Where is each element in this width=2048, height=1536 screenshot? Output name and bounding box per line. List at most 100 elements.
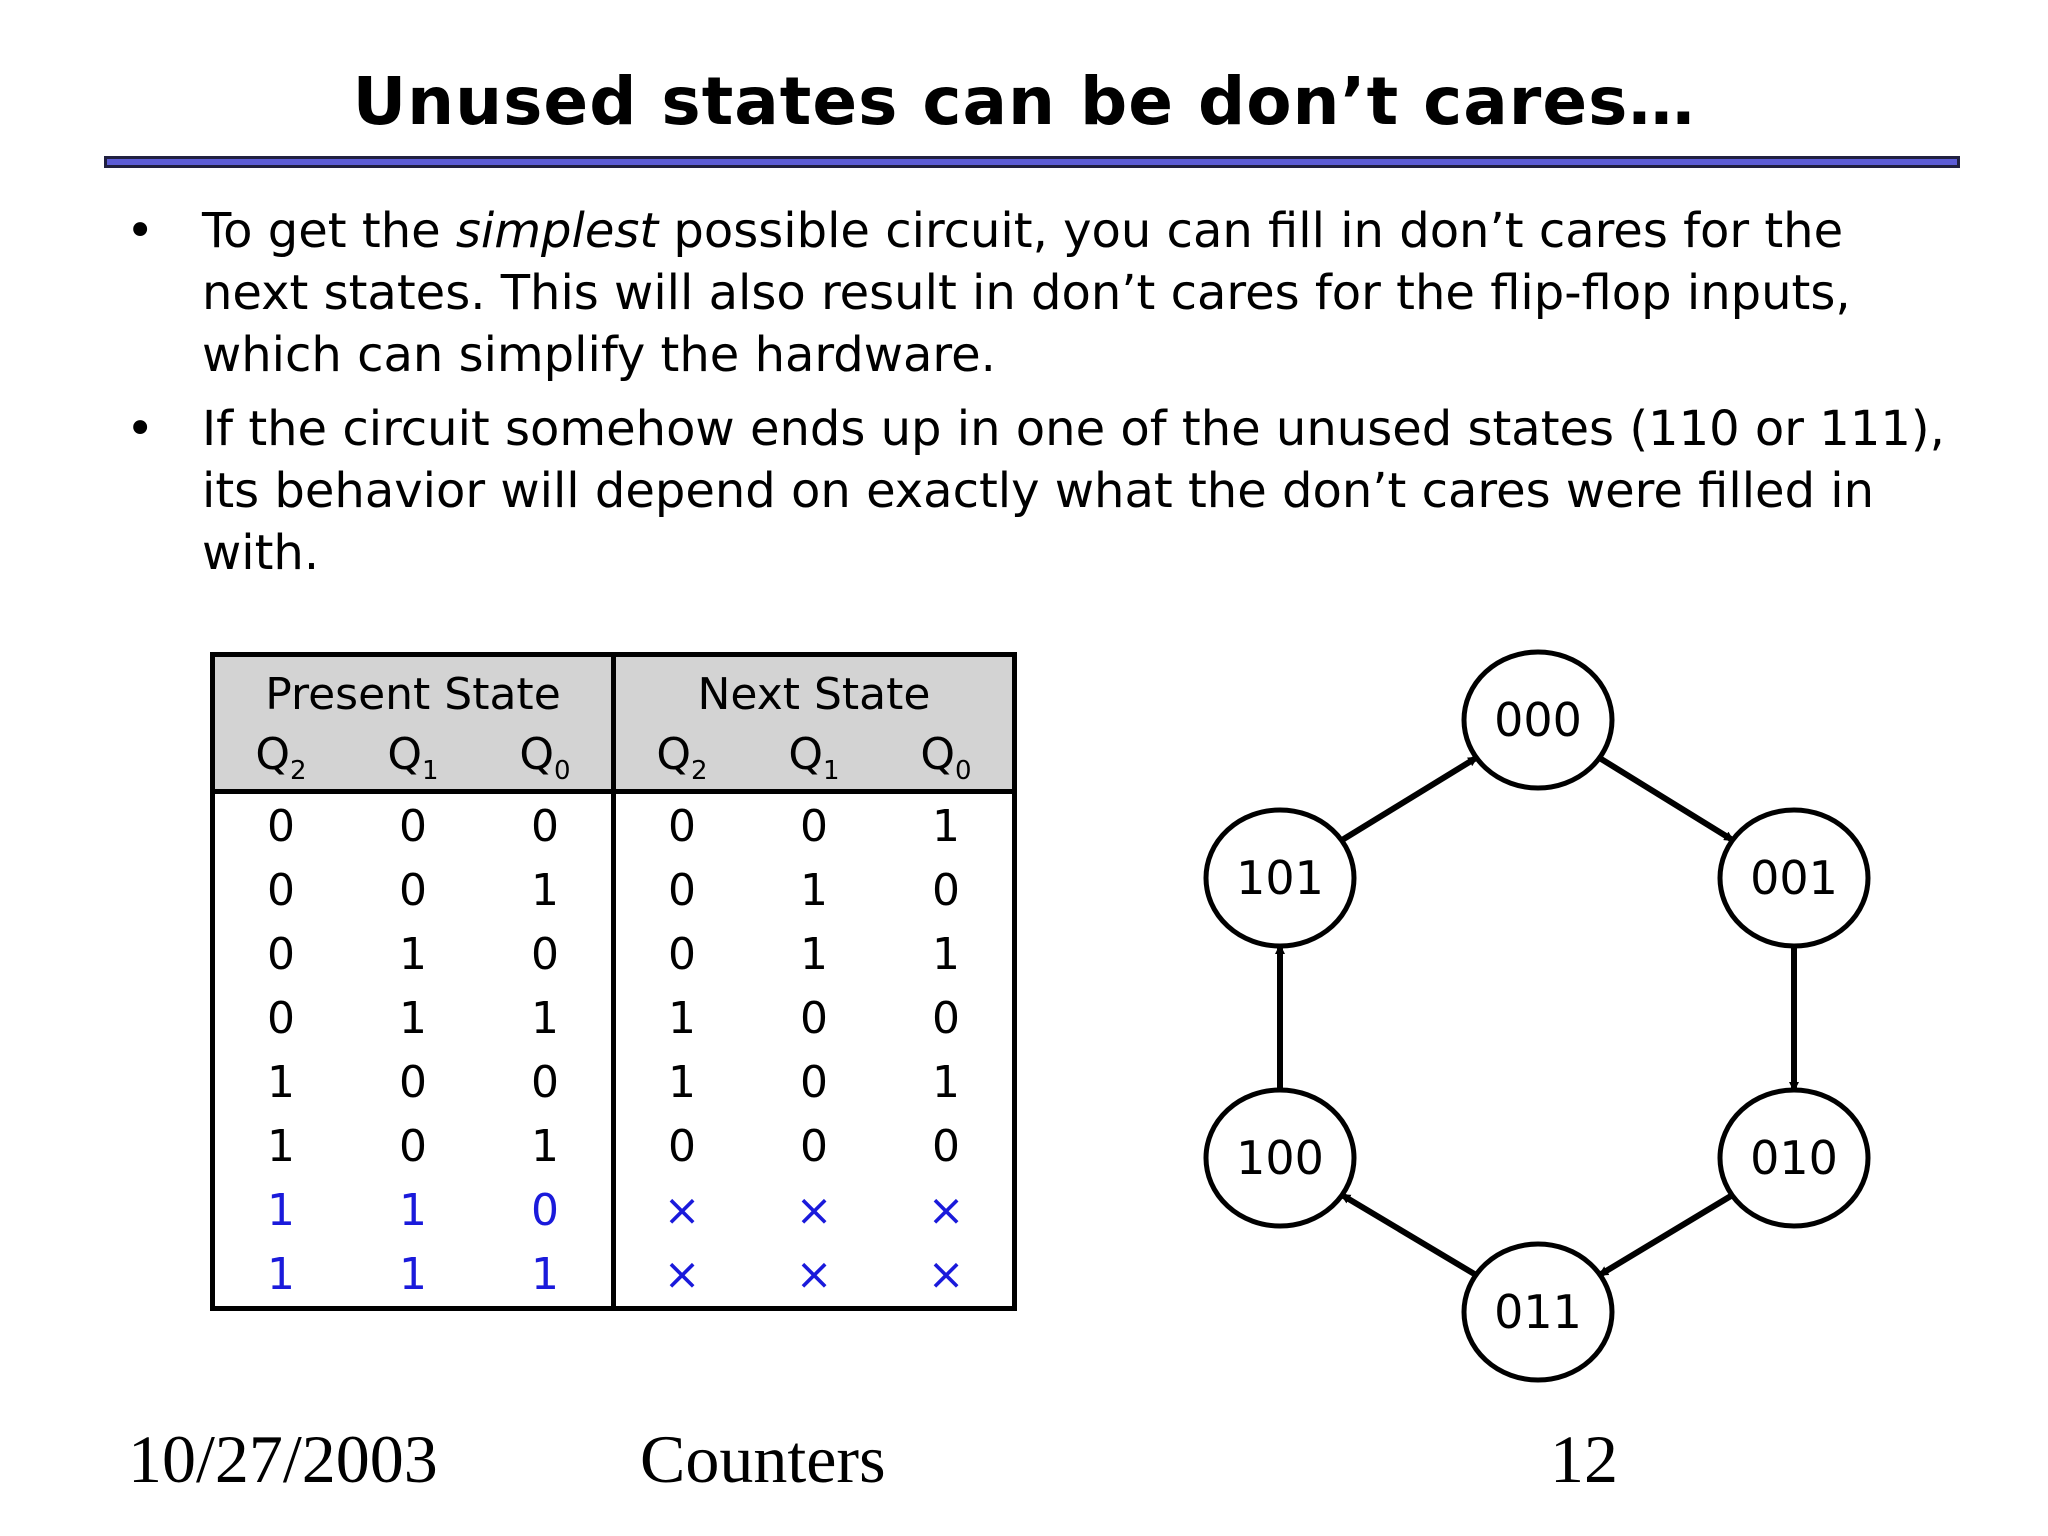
table-cell: 0 — [668, 864, 696, 916]
state-node-010: 010 — [1717, 1087, 1871, 1229]
bullet-list: • To get the simplest possible circuit, y… — [120, 200, 1960, 596]
bullet-item: • If the circuit somehow ends up in one o… — [120, 398, 1960, 584]
table-cell: 0 — [399, 864, 427, 916]
table-cell: 1 — [399, 1184, 427, 1236]
state-nodes: 000 001 010 011 100 101 — [1203, 649, 1871, 1383]
state-label: 011 — [1494, 1285, 1582, 1339]
state-label: 010 — [1750, 1131, 1838, 1185]
transition-arrow-011-to-100 — [1340, 1192, 1478, 1278]
table-cell: 0 — [668, 928, 696, 980]
table-cell: 0 — [399, 800, 427, 852]
slide-title: Unused states can be don’t cares… — [352, 63, 1696, 140]
table-cell: 1 — [479, 986, 616, 1050]
table-cell: 1 — [800, 928, 828, 980]
table-cell: 1 — [399, 928, 427, 980]
table-cell: 1 — [267, 1184, 295, 1236]
state-circle — [1461, 1241, 1615, 1383]
table-cell: 0 — [267, 992, 295, 1044]
table-cell: 0 — [479, 1050, 616, 1114]
bullet-text-start: To get the — [202, 203, 456, 259]
column-header-next-q2: Q2 — [613, 725, 748, 794]
table-cell: 0 — [399, 1120, 427, 1172]
table-cell: 0 — [800, 1056, 828, 1108]
table-cell: 0 — [668, 800, 696, 852]
state-circle — [1461, 649, 1615, 791]
table-cell: 0 — [800, 1120, 828, 1172]
table-cell: 1 — [479, 1242, 616, 1309]
group-header-row: Present State Next State — [212, 654, 1015, 725]
bullet-marker: • — [126, 203, 155, 259]
state-label: 100 — [1236, 1131, 1324, 1185]
state-node-000: 000 — [1461, 649, 1615, 791]
table-cell: 1 — [668, 992, 696, 1044]
table-cell: 0 — [479, 791, 616, 858]
table-cell: 0 — [668, 1120, 696, 1172]
table-cell: 0 — [800, 992, 828, 1044]
table-cell: 0 — [479, 922, 616, 986]
state-node-001: 001 — [1717, 807, 1871, 949]
table-cell: 1 — [668, 1056, 696, 1108]
transition-arrow-000-to-001 — [1597, 755, 1735, 843]
table-cell: 1 — [800, 864, 828, 916]
state-node-100: 100 — [1203, 1087, 1357, 1229]
footer-topic: Counters — [640, 1421, 886, 1497]
table-cell: 0 — [267, 800, 295, 852]
table-cell: 0 — [399, 1056, 427, 1108]
bullet-text-end: possible circuit, you can fill in don’t … — [202, 203, 1851, 383]
table-cell: × — [663, 1184, 701, 1236]
table-cell: 1 — [399, 1248, 427, 1300]
state-table-container: Present State Next State Q2 Q1 Q0 Q2 Q1 … — [210, 652, 1017, 1311]
table-cell: 1 — [267, 1120, 295, 1172]
table-cell: 1 — [267, 1056, 295, 1108]
table-cell: 0 — [932, 864, 960, 916]
table-cell: 0 — [932, 1120, 960, 1172]
state-label: 000 — [1494, 693, 1582, 747]
table-cell: 0 — [479, 1178, 616, 1242]
state-circle — [1717, 1087, 1871, 1229]
next-state-header: Next State — [613, 654, 1015, 725]
state-circle — [1717, 807, 1871, 949]
column-header-present-q1: Q1 — [347, 725, 479, 794]
bullet-emphasis: simplest — [455, 203, 659, 259]
state-node-101: 101 — [1203, 807, 1357, 949]
table-cell: × — [663, 1248, 701, 1300]
state-circle — [1203, 1087, 1357, 1229]
title-underline — [104, 156, 1960, 168]
bullet-marker: • — [126, 401, 155, 457]
bullet-text: If the circuit somehow ends up in one of… — [202, 401, 1945, 581]
footer-date: 10/27/2003 — [128, 1421, 438, 1497]
bullet-item: • To get the simplest possible circuit, y… — [120, 200, 1960, 386]
column-header-next-q1: Q1 — [748, 725, 880, 794]
column-header-row: Q2 Q1 Q0 Q2 Q1 Q0 — [212, 725, 1015, 794]
state-table: Present State Next State Q2 Q1 Q0 Q2 Q1 … — [210, 652, 1017, 1311]
table-cell: 1 — [932, 800, 960, 852]
page-number: 12 — [1550, 1421, 1618, 1497]
table-cell: 0 — [932, 992, 960, 1044]
state-label: 101 — [1236, 851, 1324, 905]
transition-arrow-101-to-000 — [1340, 755, 1479, 843]
present-state-header: Present State — [212, 654, 616, 725]
table-cell: 0 — [800, 800, 828, 852]
state-label: 001 — [1750, 851, 1838, 905]
table-cell: 0 — [267, 928, 295, 980]
table-cell: × — [927, 1184, 965, 1236]
column-header-present-q2: Q2 — [212, 725, 347, 794]
table-cell: 1 — [932, 928, 960, 980]
table-cell: × — [795, 1248, 833, 1300]
table-cell: 1 — [267, 1248, 295, 1300]
state-circle — [1203, 807, 1357, 949]
column-header-present-q0: Q0 — [479, 725, 616, 794]
column-header-next-q0: Q0 — [880, 725, 1015, 794]
transition-arrow-010-to-011 — [1598, 1192, 1734, 1278]
table-cell: × — [795, 1184, 833, 1236]
table-cell: 1 — [479, 858, 616, 922]
